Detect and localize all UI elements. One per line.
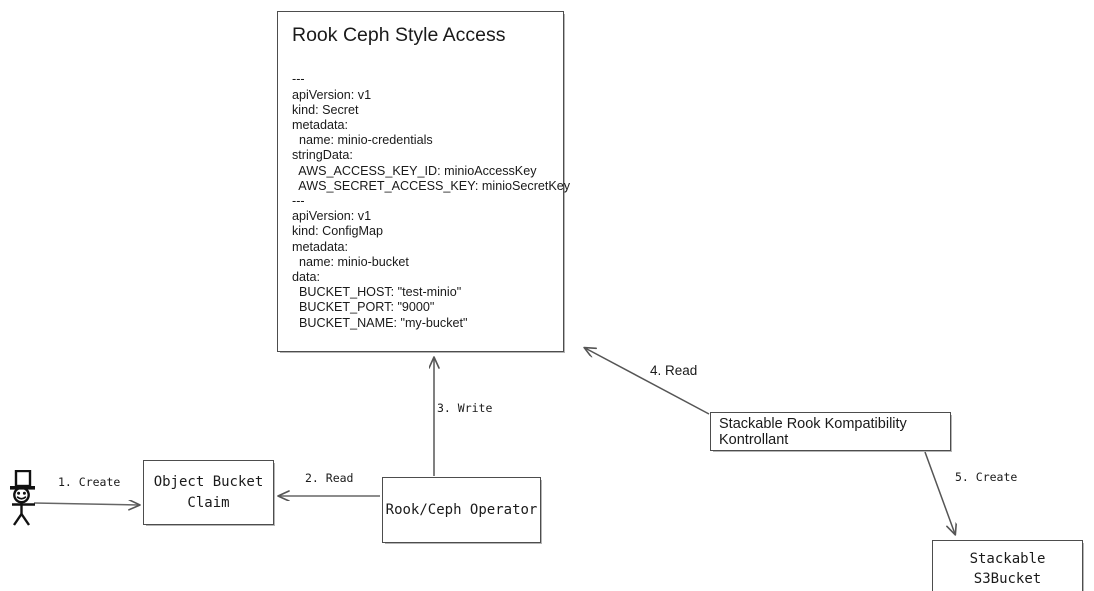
edge-label-2-read: 2. Read [305,471,354,485]
node-object-bucket-claim[interactable]: Object Bucket Claim [143,460,274,525]
yaml-card-body: --- apiVersion: v1 kind: Secret metadata… [292,72,571,330]
edge-5-create-line [924,451,955,534]
yaml-card-title: Rook Ceph Style Access [292,24,506,46]
actor-stick-figure-with-top-hat-icon [10,470,35,526]
edge-label-5-create: 5. Create [955,470,1018,484]
edge-label-4-read: 4. Read [650,363,698,378]
node-stackable-s3bucket[interactable]: Stackable S3Bucket [932,540,1083,591]
rook-ceph-style-access-card: Rook Ceph Style Access --- apiVersion: v… [277,11,571,352]
node-stackable-rook-kompatibility-kontrollant[interactable]: Stackable Rook Kompatibility Kontrollant [710,412,951,451]
edge-label-3-write: 3. Write [437,401,493,415]
node-rook-ceph-operator-label: Rook/Ceph Operator [385,501,538,518]
node-object-bucket-claim-label: Object Bucket Claim [153,474,264,511]
node-stackable-rook-kompatibility-kontrollant-label: Stackable Rook Kompatibility Kontrollant [719,415,907,448]
node-rook-ceph-operator[interactable]: Rook/Ceph Operator [382,477,541,543]
edge-1-create-line [33,503,139,505]
node-stackable-s3bucket-label: Stackable S3Bucket [969,550,1046,587]
edge-label-1-create: 1. Create [58,475,121,489]
edge-4-read-line [585,348,710,415]
